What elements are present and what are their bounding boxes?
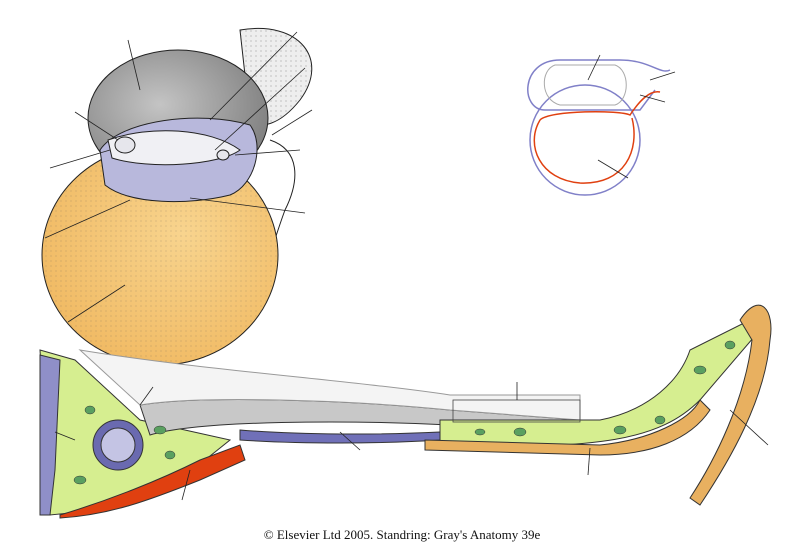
neural-plate (107, 130, 241, 166)
trophoblast-right (424, 399, 711, 456)
mesoderm-cells (73, 340, 736, 485)
embryo-3d-view (41, 28, 313, 366)
leader-lines (44, 31, 313, 323)
detail-box (452, 399, 581, 423)
leader-lines-bottom (54, 382, 769, 501)
mesoderm-right (439, 319, 761, 447)
hypoblast (239, 429, 441, 444)
cross-section-diagram (527, 54, 676, 196)
histology-section (39, 304, 772, 519)
endoderm-red (59, 444, 246, 519)
copyright-caption: © Elsevier Ltd 2005. Standring: Gray's A… (263, 527, 541, 542)
cytotrophoblast (78, 349, 581, 421)
chorionic-stalk (689, 304, 772, 506)
